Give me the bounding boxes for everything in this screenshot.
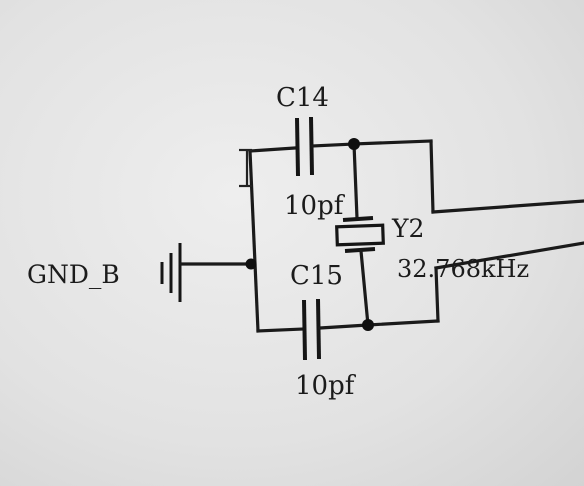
junction-dot-bottom <box>362 319 374 331</box>
y2-frequency: 32.768kHz <box>397 255 529 283</box>
c14-capacitor[interactable] <box>248 116 356 177</box>
left-bus-wire[interactable] <box>248 149 260 333</box>
c15-designator: C15 <box>290 261 343 291</box>
y2-designator: Y2 <box>391 214 424 243</box>
right-side-wires[interactable] <box>352 139 584 327</box>
y2-crystal[interactable] <box>335 142 385 327</box>
c15-capacitor[interactable] <box>256 298 370 361</box>
junction-dot-top <box>348 138 360 150</box>
ground-net-label: GND_B <box>27 260 120 289</box>
ground-symbol[interactable] <box>160 243 252 302</box>
c14-value: 10pf <box>284 191 346 221</box>
junction-dot-left <box>245 258 257 270</box>
c15-value: 10pf <box>295 371 357 401</box>
c14-designator: C14 <box>276 83 329 113</box>
text-cursor-icon <box>239 148 252 188</box>
